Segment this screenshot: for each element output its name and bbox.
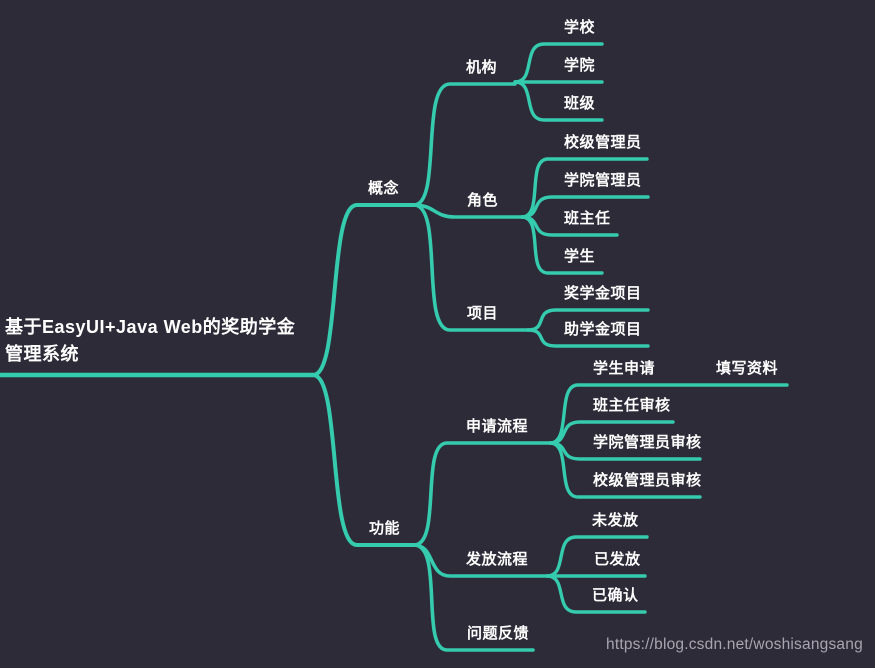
connector-function-application xyxy=(412,441,552,547)
node-application-process[interactable]: 申请流程 xyxy=(466,418,529,435)
node-student-apply[interactable]: 学生申请 xyxy=(593,360,656,377)
node-teacher-review[interactable]: 班主任审核 xyxy=(593,397,671,414)
node-college-admin[interactable]: 学院管理员 xyxy=(564,172,642,189)
node-class[interactable]: 班级 xyxy=(564,95,596,112)
connector-concept-organization xyxy=(412,82,517,207)
node-confirmed[interactable]: 已确认 xyxy=(592,587,639,604)
node-class-teacher[interactable]: 班主任 xyxy=(564,210,611,227)
node-school[interactable]: 学校 xyxy=(564,19,596,36)
node-feedback[interactable]: 问题反馈 xyxy=(467,625,530,642)
connector-root-function xyxy=(311,373,416,547)
watermark-url: https://blog.csdn.net/woshisangsang xyxy=(606,636,863,653)
node-concept[interactable]: 概念 xyxy=(368,180,400,197)
node-grant-project[interactable]: 助学金项目 xyxy=(564,321,642,338)
node-distributed[interactable]: 已发放 xyxy=(594,551,641,568)
node-project[interactable]: 项目 xyxy=(467,305,499,322)
node-school-admin-review[interactable]: 校级管理员审核 xyxy=(593,472,702,489)
node-distribution-process[interactable]: 发放流程 xyxy=(466,551,529,568)
connector-role-student xyxy=(520,215,604,275)
connector-project-grant xyxy=(526,328,650,348)
node-role[interactable]: 角色 xyxy=(467,192,499,209)
node-fill-info[interactable]: 填写资料 xyxy=(716,360,779,377)
node-scholarship-project[interactable]: 奖学金项目 xyxy=(564,285,642,302)
node-school-admin[interactable]: 校级管理员 xyxy=(564,134,642,151)
node-root[interactable]: 基于EasyUI+Java Web的奖助学金管理系统 xyxy=(5,317,296,364)
connector-application-school-admin-review xyxy=(548,441,702,499)
node-not-distributed[interactable]: 未发放 xyxy=(592,512,639,529)
node-function[interactable]: 功能 xyxy=(369,520,401,537)
node-student[interactable]: 学生 xyxy=(564,248,596,265)
node-college-admin-review[interactable]: 学院管理员审核 xyxy=(593,434,702,451)
connector-concept-project xyxy=(412,203,530,332)
connector-distribution-confirmed xyxy=(545,574,647,614)
connector-function-feedback xyxy=(412,543,535,652)
node-organization[interactable]: 机构 xyxy=(466,59,498,76)
node-college[interactable]: 学院 xyxy=(564,57,596,74)
connector-organization-class xyxy=(513,80,604,122)
connector-root-concept xyxy=(311,203,416,377)
